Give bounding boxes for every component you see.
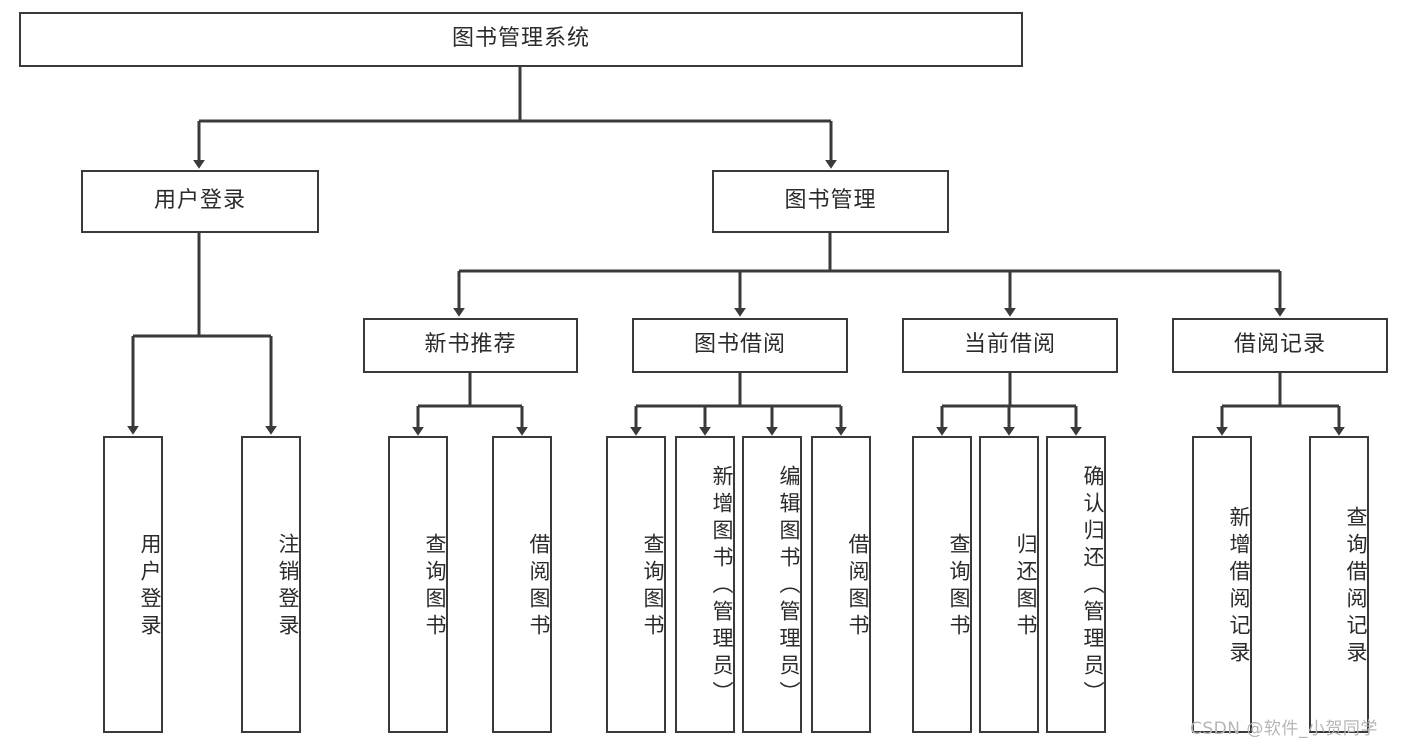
node-leaf-borrow-book-2[interactable]: 借阅图书 <box>811 436 871 733</box>
node-leaf-edit-book-label: 编辑图书（管理员） <box>777 465 801 708</box>
node-leaf-query-book-3[interactable]: 查询图书 <box>912 436 972 733</box>
node-leaf-add-record[interactable]: 新增借阅记录 <box>1192 436 1252 733</box>
node-leaf-return-book[interactable]: 归还图书 <box>979 436 1039 733</box>
node-leaf-add-book-label: 新增图书（管理员） <box>710 465 734 708</box>
node-current-borrow[interactable]: 当前借阅 <box>902 318 1118 373</box>
node-leaf-confirm-return-label: 确认归还（管理员） <box>1081 465 1105 708</box>
node-leaf-user-login-label: 用户登录 <box>138 532 162 641</box>
node-new-book-recommend-label: 新书推荐 <box>424 332 517 358</box>
node-leaf-user-login[interactable]: 用户登录 <box>103 436 163 733</box>
node-leaf-add-book[interactable]: 新增图书（管理员） <box>675 436 735 733</box>
node-leaf-edit-book[interactable]: 编辑图书（管理员） <box>742 436 802 733</box>
node-leaf-query-book-3-label: 查询图书 <box>947 532 971 641</box>
node-leaf-query-book-1[interactable]: 查询图书 <box>388 436 448 733</box>
node-leaf-borrow-book-1-label: 借阅图书 <box>527 532 551 641</box>
node-leaf-confirm-return[interactable]: 确认归还（管理员） <box>1046 436 1106 733</box>
node-borrow-record[interactable]: 借阅记录 <box>1172 318 1388 373</box>
node-leaf-query-book-2-label: 查询图书 <box>641 532 665 641</box>
csdn-watermark: CSDN @软件_小贺同学 <box>1190 719 1378 739</box>
node-leaf-query-record-label: 查询借阅记录 <box>1344 505 1368 668</box>
node-borrow-record-label: 借阅记录 <box>1233 332 1326 358</box>
node-leaf-borrow-book-1[interactable]: 借阅图书 <box>492 436 552 733</box>
node-new-book-recommend[interactable]: 新书推荐 <box>363 318 578 373</box>
node-user-login[interactable]: 用户登录 <box>81 170 319 233</box>
node-leaf-user-logout[interactable]: 注销登录 <box>241 436 301 733</box>
node-leaf-return-book-label: 归还图书 <box>1014 532 1038 641</box>
node-current-borrow-label: 当前借阅 <box>963 332 1056 358</box>
node-leaf-query-book-1-label: 查询图书 <box>423 532 447 641</box>
node-user-login-label: 用户登录 <box>153 188 246 214</box>
node-leaf-user-logout-label: 注销登录 <box>276 532 300 641</box>
node-book-management[interactable]: 图书管理 <box>712 170 949 233</box>
node-leaf-borrow-book-2-label: 借阅图书 <box>846 532 870 641</box>
node-leaf-add-record-label: 新增借阅记录 <box>1227 505 1251 668</box>
node-root-label: 图书管理系统 <box>451 26 590 52</box>
node-root[interactable]: 图书管理系统 <box>19 12 1023 67</box>
node-book-management-label: 图书管理 <box>784 188 877 214</box>
node-leaf-query-record[interactable]: 查询借阅记录 <box>1309 436 1369 733</box>
node-book-borrow[interactable]: 图书借阅 <box>632 318 848 373</box>
node-leaf-query-book-2[interactable]: 查询图书 <box>606 436 666 733</box>
node-book-borrow-label: 图书借阅 <box>693 332 786 358</box>
